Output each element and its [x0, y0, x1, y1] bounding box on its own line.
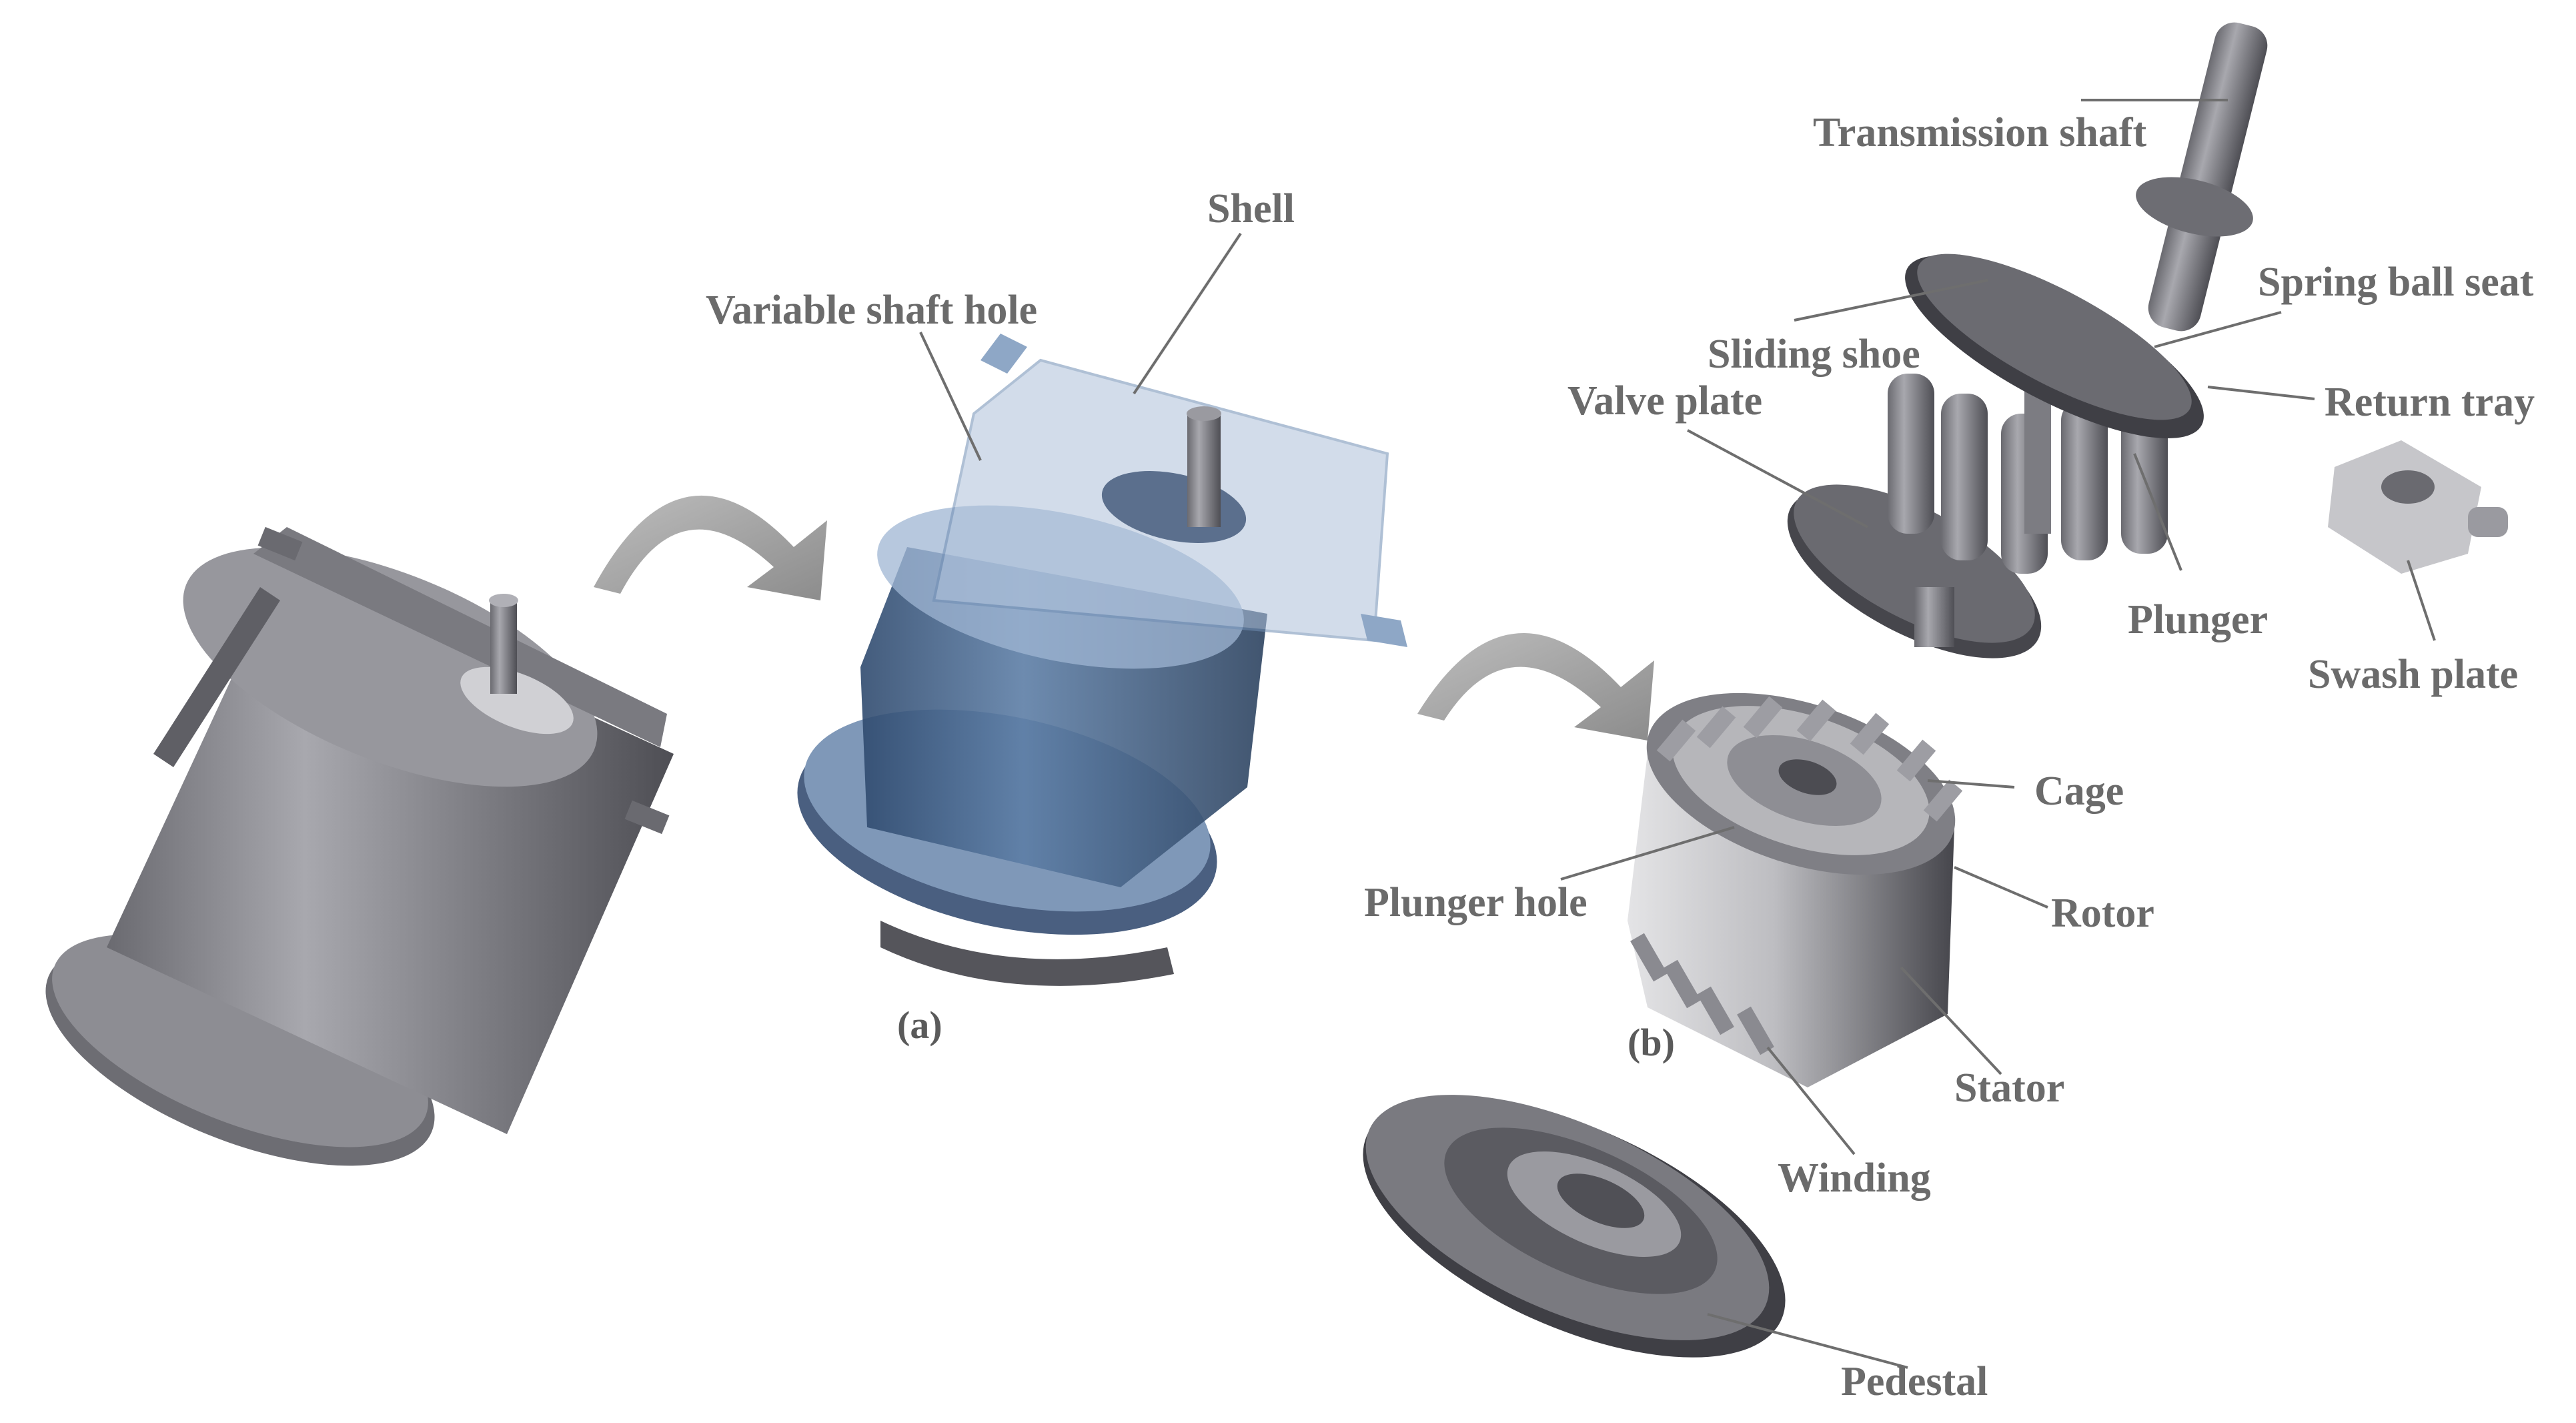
label-valve-plate: Valve plate: [1567, 378, 1763, 424]
caption-a: (a): [897, 1003, 942, 1047]
leader-winding: [1766, 1046, 1856, 1155]
leader-sliding-shoe: [1794, 279, 1988, 322]
leader-swash-plate: [2407, 560, 2436, 641]
label-winding: Winding: [1778, 1155, 1931, 1201]
label-stator: Stator: [1954, 1065, 2065, 1111]
label-cage: Cage: [2034, 769, 2124, 814]
pedestal-drawing: [1363, 1095, 1786, 1358]
label-return-tray: Return tray: [2325, 380, 2535, 425]
leader-variable-shaft-hole: [919, 332, 982, 461]
leader-pedestal: [1707, 1313, 1908, 1369]
leader-rotor: [1954, 866, 2048, 909]
leader-lines: [919, 99, 2436, 1369]
rotor-stator-drawing: [1628, 692, 1963, 1087]
leader-plunger-hole: [1560, 826, 1735, 881]
label-plunger: Plunger: [2128, 597, 2269, 642]
assembled-motor-drawing: [45, 526, 674, 1166]
curved-arrow-icon: [1417, 633, 1654, 741]
leader-plunger: [2133, 453, 2182, 571]
leader-spring-ball-seat: [2154, 311, 2282, 348]
label-pedestal: Pedestal: [1841, 1359, 1988, 1404]
leader-cage: [1927, 779, 2015, 789]
caption-b: (b): [1628, 1021, 1675, 1064]
label-spring-ball-seat: Spring ball seat: [2258, 260, 2534, 305]
swash-plate-drawing: [2328, 440, 2508, 574]
label-plunger-hole: Plunger hole: [1364, 880, 1587, 925]
label-transmission-shaft: Transmission shaft: [1813, 110, 2147, 155]
curved-arrow-icon: [594, 495, 827, 600]
label-sliding-shoe: Sliding shoe: [1708, 332, 1920, 377]
pump-core-drawing: [1787, 22, 2268, 658]
leader-valve-plate: [1687, 429, 1868, 528]
transparent-shell-drawing: [797, 334, 1407, 986]
leader-shell: [1133, 232, 1242, 395]
label-variable-shaft-hole: Variable shaft hole: [706, 288, 1038, 333]
leader-stator: [1900, 966, 2002, 1075]
label-rotor: Rotor: [2051, 891, 2154, 936]
leader-return-tray: [2207, 386, 2315, 400]
label-swash-plate: Swash plate: [2308, 652, 2519, 697]
label-shell: Shell: [1207, 186, 1295, 231]
